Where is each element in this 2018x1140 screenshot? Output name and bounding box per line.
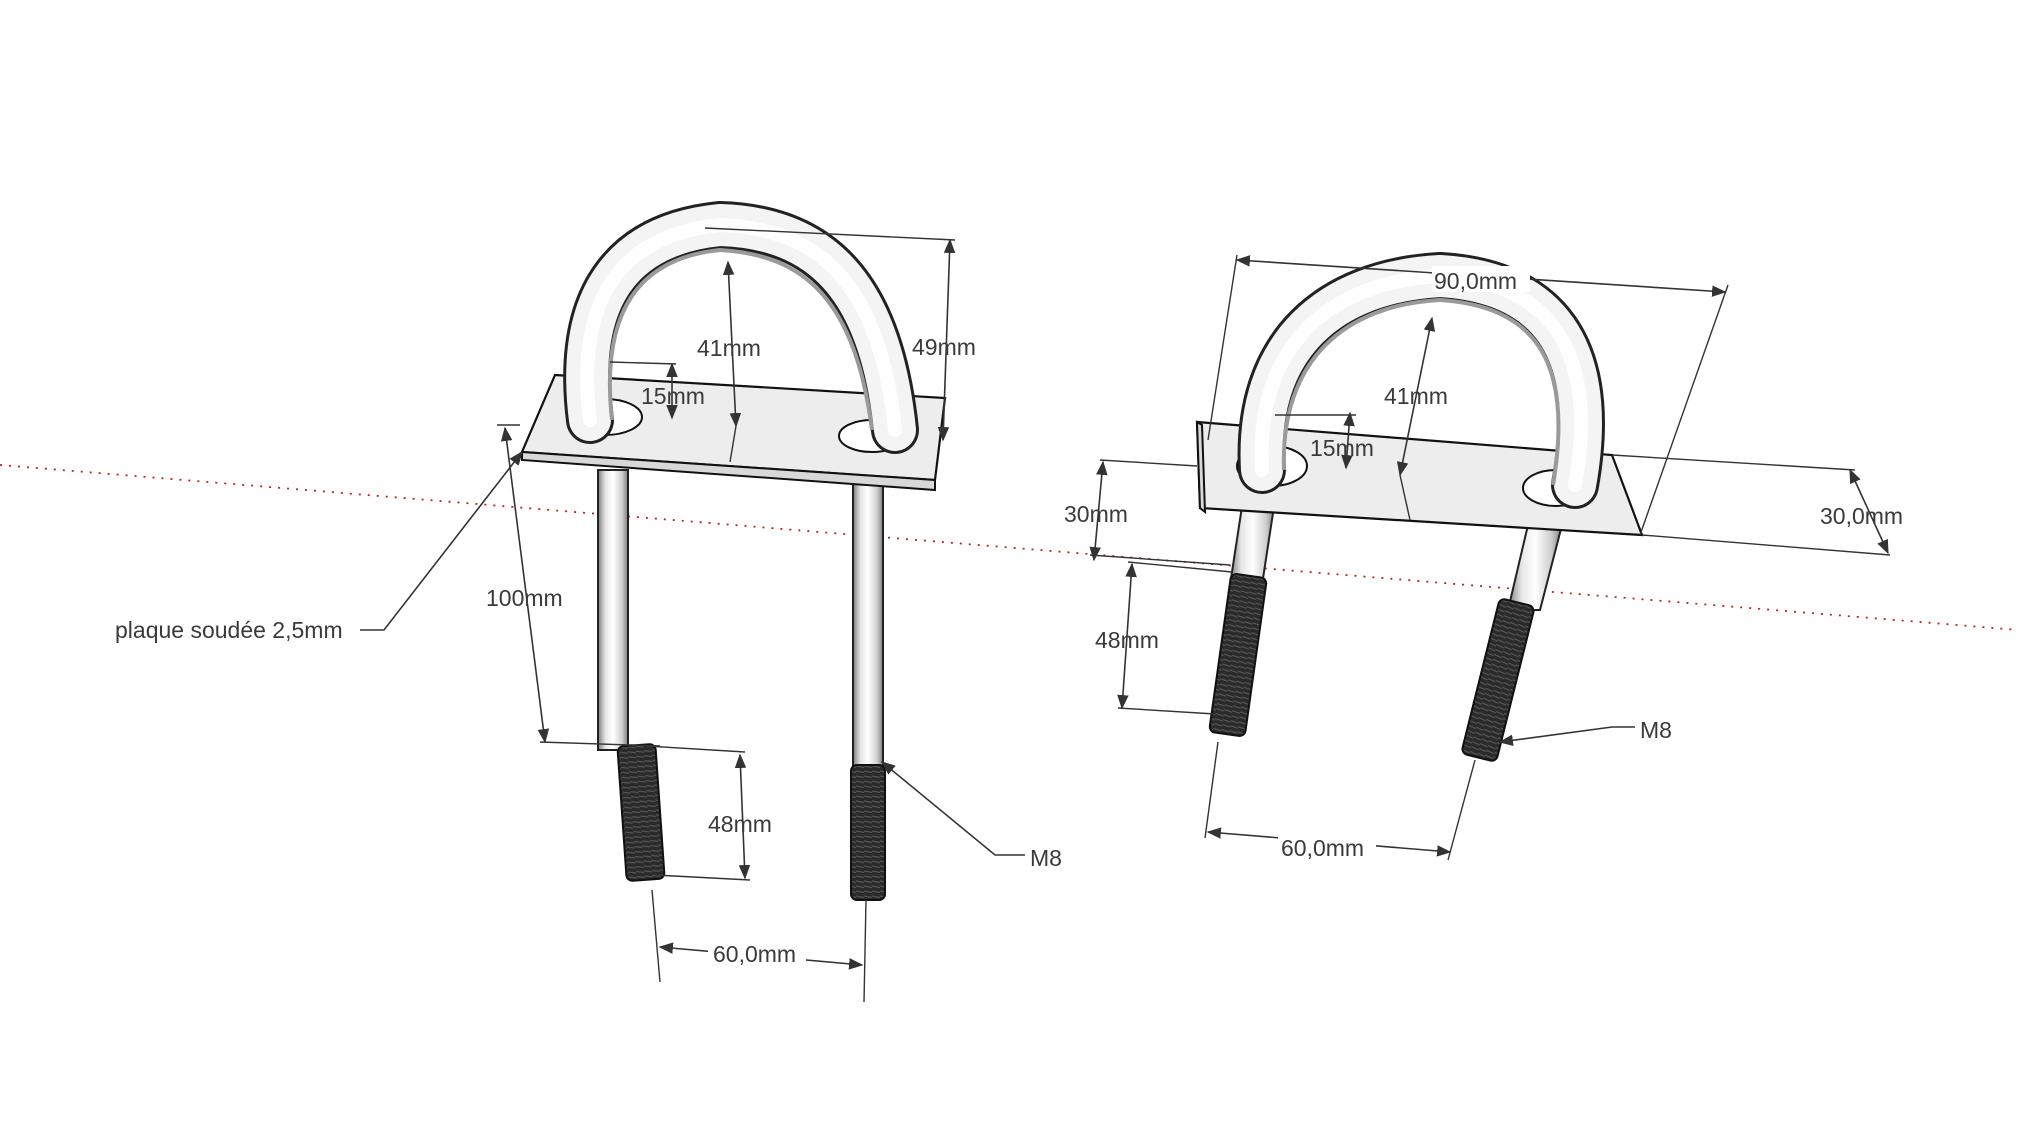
right-u-bolt: 90,0mm 41mm 15mm 30mm 30,0mm 48mm 60,0mm… [1064,251,1903,861]
left-m8-leader [880,761,1025,856]
right-arch-shade [1281,297,1561,486]
right-dim-30-left-line [1089,460,1108,562]
right-dim-90-label: 90,0mm [1434,268,1517,294]
right-dim-30-right-line [1849,468,1889,555]
left-arch-shade [607,247,874,431]
right-dim-60-label: 60,0mm [1281,835,1364,861]
left-dim-100-line [500,426,550,744]
right-dim-48-line [1117,562,1137,710]
left-dim-48-line [734,753,751,880]
right-m8-leader [1498,726,1635,746]
left-dim-48-label: 48mm [708,811,772,837]
right-dim-30-left-label: 30mm [1064,501,1128,527]
right-dim-41-label: 41mm [1384,383,1448,409]
left-dim-41-label: 41mm [697,335,761,361]
right-dim-30-right-label: 30,0mm [1820,503,1903,529]
right-dim-41-line [1396,316,1436,477]
right-dim-15-label: 15mm [1310,435,1374,461]
left-dim-15-label: 15mm [641,383,705,409]
left-plate-note-leader [360,450,523,631]
left-plate-note-label: plaque soudée 2,5mm [115,617,343,643]
left-u-bolt: 49mm 41mm 15mm 100mm 48mm 60,0mm M8 plaq… [115,200,1062,1003]
right-dim-15-line [1341,411,1355,470]
right-plate-side [1195,420,1207,515]
left-dim-60-label: 60,0mm [713,941,796,967]
left-thread-2 [850,764,886,901]
left-dim-100-label: 100mm [486,585,563,611]
right-dim-48-label: 48mm [1095,627,1159,653]
left-rod-1 [597,469,629,751]
left-thread-1 [616,743,666,882]
left-m8-label: M8 [1030,845,1062,871]
right-rod-2 [1506,524,1564,611]
left-arch-highlight [580,217,902,437]
left-dim-41-line [722,260,742,428]
left-rod-2 [852,479,884,771]
right-thread-2 [1461,598,1535,762]
right-m8-label: M8 [1640,717,1672,743]
left-dim-49-label: 49mm [912,334,976,360]
axis-line [0,464,2018,631]
right-thread-1 [1208,573,1268,737]
left-dim-49-line [937,238,956,442]
